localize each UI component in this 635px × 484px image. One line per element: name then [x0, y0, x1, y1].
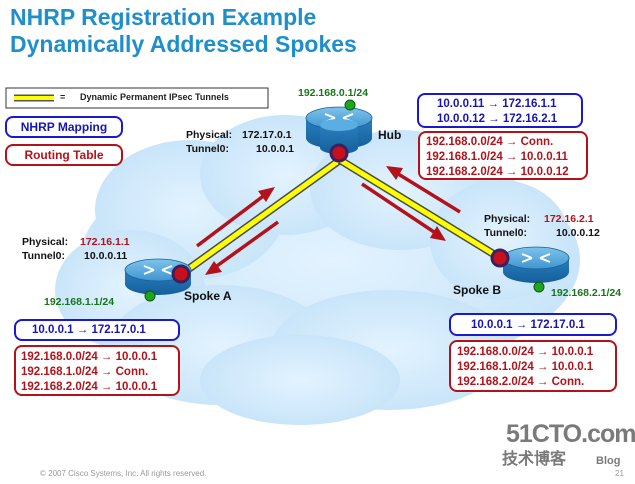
hub-nhrp-entry: 10.0.0.11 → 172.16.1.1 [437, 98, 557, 110]
spoke-a-nhrp-table: 10.0.0.1 → 172.17.0.1 [14, 319, 180, 341]
hub-router-icon [305, 106, 373, 163]
spoke-b-tunnel-value: 10.0.0.12 [556, 227, 600, 239]
arrow-hub-to-spoke-b [361, 182, 446, 241]
hub-nhrp-table: 10.0.0.11 → 172.16.1.1 10.0.0.12 → 172.1… [417, 93, 583, 128]
spoke-b-route-entry: 192.168.1.0/24 → 10.0.0.1 [457, 361, 594, 373]
spoke-b-route-entry: 192.168.0.0/24 → 10.0.0.1 [457, 346, 594, 358]
spoke-b-route-entry: 192.168.2.0/24 → Conn. [457, 376, 585, 388]
spoke-b-physical-label: Physical: [484, 213, 531, 225]
hub-lan-dot [344, 99, 356, 111]
legend-box [5, 87, 269, 109]
spoke-a-route-entry: 192.168.1.0/24 → Conn. [21, 366, 149, 378]
legend-routing-table: Routing Table [5, 144, 123, 166]
spoke-a-route-entry: 192.168.2.0/24 → 10.0.0.1 [21, 381, 158, 393]
hub-physical-label: Physical: [186, 129, 233, 141]
hub-physical-value: 172.17.0.1 [242, 129, 292, 141]
spoke-a-physical-value: 172.16.1.1 [80, 236, 130, 248]
copyright-notice: © 2007 Cisco Systems, Inc. All rights re… [40, 469, 207, 478]
spoke-a-lan-dot [144, 290, 156, 302]
legend-nhrp-mapping: NHRP Mapping [5, 116, 123, 138]
arrow-spoke-b-to-hub [386, 166, 461, 214]
arrow-hub-to-spoke-a [205, 220, 280, 275]
spoke-a-tunnel-value: 10.0.0.11 [84, 250, 128, 262]
legend-equals: = [60, 92, 66, 102]
page-number: 21 [615, 469, 624, 478]
spoke-b-tunnel-label: Tunnel0: [484, 227, 527, 239]
hub-routing-table: 192.168.0.0/24 → Conn. 192.168.1.0/24 → … [418, 131, 588, 180]
spoke-a-nhrp-entry: 10.0.0.1 → 172.17.0.1 [32, 324, 146, 336]
spoke-b-nhrp-table: 10.0.0.1 → 172.17.0.1 [449, 313, 617, 336]
spoke-a-route-entry: 192.168.0.0/24 → 10.0.0.1 [21, 351, 158, 363]
spoke-a-subnet: 192.168.1.1/24 [44, 296, 115, 308]
hub-tunnel-label: Tunnel0: [186, 143, 229, 155]
spoke-a-router-icon [124, 258, 192, 295]
spoke-a-routing-table: 192.168.0.0/24 → 10.0.0.1 192.168.1.0/24… [14, 345, 180, 396]
spoke-b-name: Spoke B [453, 283, 502, 297]
hub-name: Hub [378, 128, 402, 142]
spoke-b-physical-value: 172.16.2.1 [544, 213, 594, 225]
hub-subnet: 192.168.0.1/24 [298, 87, 369, 99]
tunnel-hub-spoke-b [337, 156, 503, 262]
spoke-a-physical-label: Physical: [22, 236, 69, 248]
spoke-b-lan-dot [533, 281, 545, 293]
watermark-blog: Blog [596, 455, 621, 467]
hub-route-entry: 192.168.0.0/24 → Conn. [426, 136, 554, 148]
spoke-b-router-icon [490, 246, 570, 283]
hub-nhrp-entry: 10.0.0.12 → 172.16.2.1 [437, 113, 558, 125]
watermark-tagline: 技术博客 [502, 451, 567, 468]
slide-title-line-2: Dynamically Addressed Spokes [10, 31, 357, 57]
tunnel-hub-spoke-a [180, 156, 343, 277]
hub-route-entry: 192.168.1.0/24 → 10.0.0.11 [426, 151, 568, 163]
arrow-spoke-a-to-hub [195, 187, 275, 248]
slide-title-line-1: NHRP Registration Example [10, 4, 317, 30]
spoke-b-subnet: 192.168.2.1/24 [551, 287, 622, 299]
hub-route-entry: 192.168.2.0/24 → 10.0.0.12 [426, 166, 569, 178]
legend-tunnel-label: Dynamic Permanent IPsec Tunnels [80, 92, 229, 102]
spoke-a-name: Spoke A [184, 289, 232, 303]
watermark-site: 51CTO.com [506, 420, 635, 448]
hub-tunnel-value: 10.0.0.1 [256, 143, 294, 155]
spoke-a-tunnel-label: Tunnel0: [22, 250, 65, 262]
spoke-b-nhrp-entry: 10.0.0.1 → 172.17.0.1 [471, 319, 585, 331]
spoke-b-routing-table: 192.168.0.0/24 → 10.0.0.1 192.168.1.0/24… [449, 340, 617, 392]
